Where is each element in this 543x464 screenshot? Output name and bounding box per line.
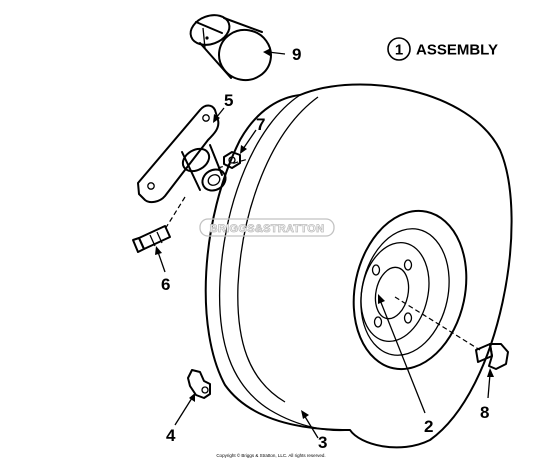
callout-7: 7 — [256, 115, 265, 134]
wheel-rim — [352, 209, 468, 371]
assembly-label: ASSEMBLY — [416, 42, 498, 59]
leader-lines — [155, 48, 494, 439]
bearing-cap — [189, 14, 272, 82]
valve-stem — [187, 369, 211, 399]
callout-4: 4 — [166, 426, 176, 445]
copyright-notice: Copyright © Briggs & Stratton, LLC. All … — [216, 452, 325, 458]
hex-bolt — [475, 343, 509, 370]
callout-2: 2 — [424, 417, 433, 436]
assembly-number: 1 — [395, 42, 403, 59]
watermark-text: BRIGGS&STRATTON — [210, 223, 325, 235]
axle-bracket — [137, 104, 227, 204]
brand-watermark: BRIGGS&STRATTON — [199, 218, 335, 237]
alignment-lines — [164, 158, 481, 351]
callout-6: 6 — [161, 275, 170, 294]
assembly-legend: 1 ASSEMBLY — [387, 37, 498, 61]
callout-3: 3 — [318, 433, 327, 452]
callout-9: 9 — [292, 45, 301, 64]
assembly-circle — [387, 37, 411, 61]
nut — [223, 151, 241, 169]
callout-8: 8 — [480, 403, 489, 422]
callout-5: 5 — [224, 91, 233, 110]
bolt-long — [132, 225, 171, 253]
